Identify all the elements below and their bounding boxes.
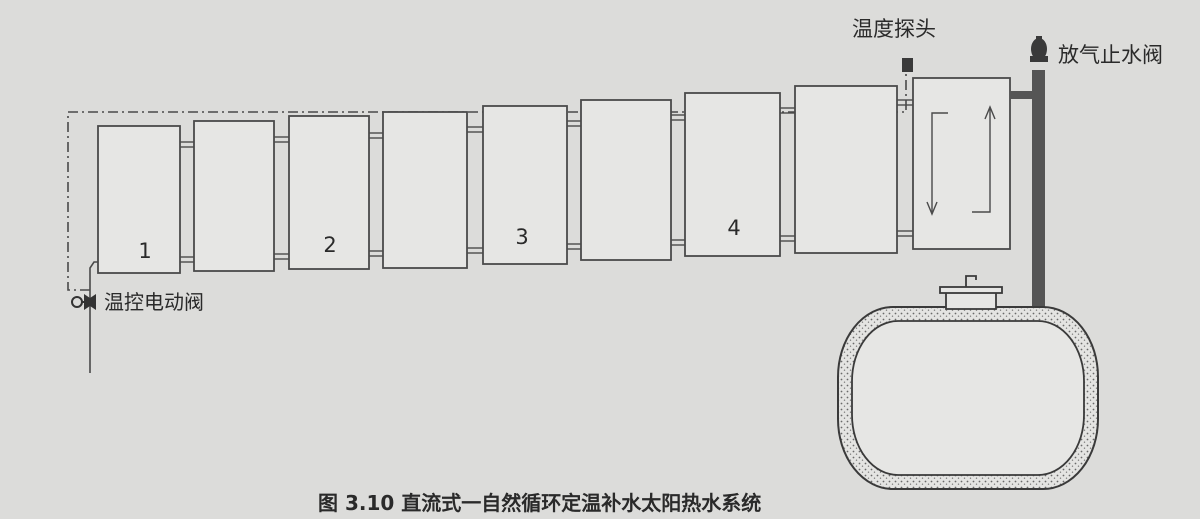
riser-pipe — [1010, 70, 1045, 310]
collector-panel — [482, 105, 568, 265]
collector-panel — [288, 115, 370, 270]
collector-panel — [794, 85, 898, 254]
inlet-pipe — [89, 261, 98, 373]
vent-valve-label: 放气止水阀 — [1058, 43, 1163, 67]
temperature-probe — [902, 58, 913, 72]
thermo-valve-label: 温控电动阀 — [104, 290, 204, 314]
collector-panel — [912, 77, 1011, 250]
panel-connectors — [180, 99, 913, 263]
collector-panel — [97, 125, 181, 274]
collector-number-1: 1 — [138, 239, 151, 263]
collector-number-2: 2 — [323, 233, 336, 257]
temp-probe-label: 温度探头 — [852, 17, 936, 41]
collector-number-3: 3 — [515, 225, 528, 249]
collector-number-4: 4 — [727, 216, 740, 240]
collector-panel — [382, 111, 468, 269]
circulation-flow-arrows — [926, 105, 996, 216]
storage-tank — [837, 306, 1099, 490]
figure-caption: 图 3.10 直流式一自然循环定温补水太阳热水系统 — [318, 491, 761, 515]
tank-hatch — [939, 275, 1003, 310]
collector-panel — [580, 99, 672, 261]
thermo-valve-icon — [71, 294, 96, 310]
control-signal-line — [67, 62, 907, 291]
collector-array — [97, 77, 1011, 274]
vent-valve-icon — [1030, 36, 1048, 62]
collector-panel — [193, 120, 275, 272]
collector-panel — [684, 92, 781, 257]
